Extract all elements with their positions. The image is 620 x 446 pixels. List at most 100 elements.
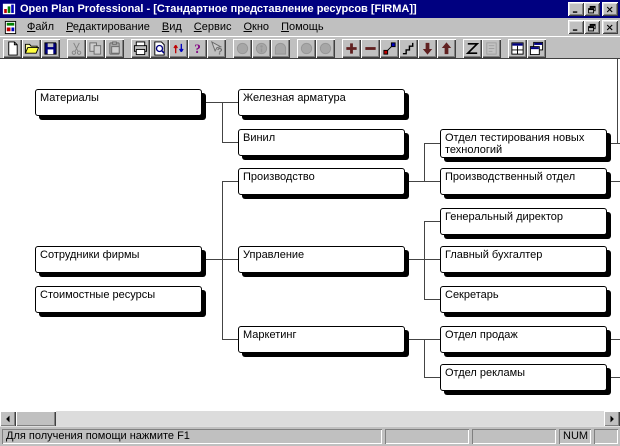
toolbar-button-steps[interactable]: [399, 38, 418, 58]
circle-detail-icon: [254, 41, 269, 56]
connector-line: [222, 339, 238, 340]
menu-item-window[interactable]: Окно: [243, 21, 270, 33]
scrollbar-track[interactable]: [16, 411, 604, 427]
window-restore-button[interactable]: [584, 2, 600, 16]
menu-item-view[interactable]: Вид: [161, 21, 182, 33]
window-minimize-button[interactable]: [568, 2, 584, 16]
diagram-node-cost[interactable]: Стоимостные ресурсы: [35, 286, 202, 313]
new-document-icon: [5, 40, 20, 56]
diagram-node-testdept[interactable]: Отдел тестирования новых технологий: [440, 129, 607, 158]
minus-icon: [363, 41, 378, 56]
node-label: Секретарь: [445, 289, 499, 301]
menu-item-file[interactable]: Файл: [27, 21, 55, 33]
node-label: Главный бухгалтер: [445, 249, 543, 261]
connector-line: [424, 299, 440, 300]
diagram-node-employees[interactable]: Сотрудники фирмы: [35, 246, 202, 273]
paste-icon: [107, 40, 122, 56]
toolbar-button-zigzag[interactable]: [463, 38, 482, 58]
circle-icon: [235, 41, 250, 56]
toolbar-button-notes: [482, 38, 501, 58]
mdi-restore-button[interactable]: [584, 20, 600, 34]
plus-icon: [344, 41, 359, 56]
node-label: Стоимостные ресурсы: [40, 289, 156, 301]
toolbar-button-link-nodes[interactable]: [380, 38, 399, 58]
menu-item-help[interactable]: Помощь: [281, 21, 324, 33]
zigzag-icon: [465, 41, 480, 56]
restore-icon: [587, 5, 597, 14]
diagram-node-proddept[interactable]: Производственный отдел: [440, 168, 607, 195]
horizontal-scrollbar[interactable]: [0, 411, 620, 427]
scroll-left-button[interactable]: [0, 411, 16, 427]
toolbar-button-move-up[interactable]: [437, 38, 456, 58]
toolbar-button-print-preview[interactable]: [150, 38, 169, 58]
diagram-node-iron[interactable]: Железная арматура: [238, 89, 405, 116]
connector-line: [424, 339, 425, 377]
notes-icon: [484, 41, 499, 56]
scroll-right-button[interactable]: [604, 411, 620, 427]
node-label: Материалы: [40, 92, 99, 104]
toolbar-button-circle-tool: [233, 38, 252, 58]
app-icon[interactable]: [2, 2, 16, 16]
close-icon: [605, 23, 615, 32]
toolbar-button-copy: [86, 38, 105, 58]
node-label: Отдел продаж: [445, 329, 518, 341]
connector-line: [607, 181, 620, 182]
node-label: Производственный отдел: [445, 171, 576, 183]
split-window-icon: [510, 41, 525, 56]
connector-line: [405, 259, 440, 260]
diagram-node-accountant[interactable]: Главный бухгалтер: [440, 246, 607, 273]
toolbar-button-open[interactable]: [22, 38, 41, 58]
menu-item-edit[interactable]: Редактирование: [66, 21, 150, 33]
toolbar-button-swap[interactable]: [169, 38, 188, 58]
save-icon: [43, 41, 58, 56]
help-icon: ?: [190, 41, 205, 56]
diagram-node-marketing[interactable]: Маркетинг: [238, 326, 405, 353]
node-label: Управление: [243, 249, 305, 261]
menu-bar: Файл Редактирование Вид Сервис Окно Помощь: [0, 18, 620, 36]
toolbar-button-save[interactable]: [41, 38, 60, 58]
diagram-node-secretary[interactable]: Секретарь: [440, 286, 607, 313]
document-icon[interactable]: [3, 20, 18, 35]
context-help-icon: ?: [209, 40, 224, 56]
node-label: Отдел тестирования новых технологий: [445, 132, 585, 156]
connector-line: [607, 143, 620, 144]
diagram-node-production[interactable]: Производство: [238, 168, 405, 195]
toolbar-button-split-view[interactable]: [508, 38, 527, 58]
diagram-node-management[interactable]: Управление: [238, 246, 405, 273]
diagram-node-ceo[interactable]: Генеральный директор: [440, 208, 607, 235]
status-panel: [594, 429, 618, 444]
connector-line: [424, 143, 440, 144]
cascade-windows-icon: [529, 41, 544, 56]
connector-line: [222, 102, 223, 142]
window-close-button[interactable]: [602, 2, 618, 16]
scrollbar-thumb[interactable]: [16, 411, 56, 427]
diagram-node-materials[interactable]: Материалы: [35, 89, 202, 116]
connector-line: [607, 339, 620, 340]
toolbar-button-print[interactable]: [131, 38, 150, 58]
mdi-minimize-button[interactable]: [568, 20, 584, 34]
circle-icon: [299, 41, 314, 56]
node-label: Железная арматура: [243, 92, 346, 104]
toolbar-button-new[interactable]: [3, 38, 22, 58]
num-indicator: NUM: [559, 429, 591, 444]
svg-text:?: ?: [194, 41, 201, 56]
diagram-node-sales[interactable]: Отдел продаж: [440, 326, 607, 353]
toolbar-button-circle-tool-3: [316, 38, 335, 58]
mdi-close-button[interactable]: [602, 20, 618, 34]
toolbar-button-arch-tool: [271, 38, 290, 58]
connector-line: [405, 339, 440, 340]
toolbar-button-move-down[interactable]: [418, 38, 437, 58]
toolbar-button-help[interactable]: ?: [188, 38, 207, 58]
status-bar: Для получения помощи нажмите F1 NUM: [0, 426, 620, 446]
connector-line: [424, 221, 425, 299]
diagram-node-ads[interactable]: Отдел рекламы: [440, 364, 607, 391]
diagram-node-vinyl[interactable]: Винил: [238, 129, 405, 156]
title-bar: Open Plan Professional - [Стандартное пр…: [0, 0, 620, 18]
status-panel: [385, 429, 469, 444]
toolbar-button-collapse[interactable]: [361, 38, 380, 58]
swap-arrows-icon: [171, 41, 186, 56]
toolbar-button-expand[interactable]: [342, 38, 361, 58]
toolbar-button-arrange[interactable]: [527, 38, 546, 58]
menu-item-service[interactable]: Сервис: [193, 21, 232, 33]
